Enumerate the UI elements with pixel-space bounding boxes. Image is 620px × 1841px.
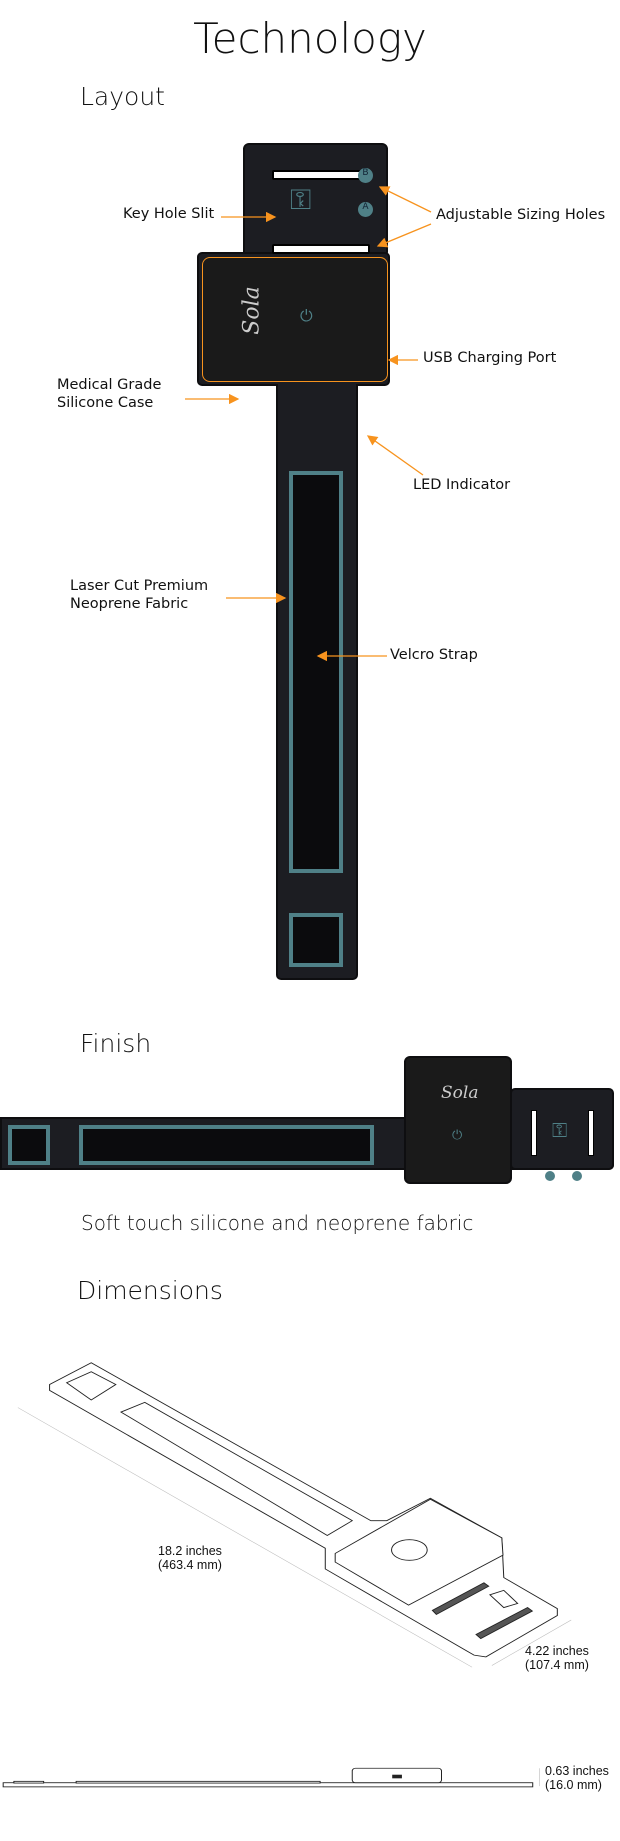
finish-sizing-hole-1: [531, 1110, 537, 1156]
label-fabric-2: Neoprene Fabric: [70, 596, 189, 612]
arrow-sizing-a: [376, 223, 432, 248]
hole-mark-a: A: [358, 202, 373, 217]
label-case-2: Silicone Case: [57, 395, 154, 411]
width-mm: (107.4 mm): [525, 1658, 589, 1672]
finish-case: [404, 1056, 512, 1184]
finish-sizing-hole-2: [588, 1110, 594, 1156]
finish-end-hole: [8, 1125, 50, 1165]
length-inches: 18.2 inches: [158, 1544, 222, 1558]
width-inches: 4.22 inches: [525, 1644, 589, 1658]
height-label: 0.63 inches (16.0 mm): [545, 1764, 609, 1792]
iso-slot-1: [431, 1582, 490, 1616]
key-icon: ⚿: [290, 183, 312, 216]
label-case-1: Medical Grade: [57, 377, 162, 393]
callout-arrows: [185, 186, 432, 662]
width-dimension-line: [491, 1619, 572, 1666]
length-label: 18.2 inches (463.4 mm): [158, 1544, 222, 1572]
page-title: Technology: [193, 14, 427, 63]
side-velcro: [75, 1780, 321, 1784]
label-usb: USB Charging Port: [423, 350, 557, 366]
finish-brand-logo: Sola: [441, 1083, 479, 1103]
iso-slot-2: [475, 1607, 534, 1640]
case-outline: [202, 257, 388, 382]
iso-velcro: [119, 1401, 354, 1537]
arrow-led: [366, 435, 424, 476]
label-fabric-1: Laser Cut Premium: [70, 578, 209, 594]
dimensions-heading: Dimensions: [77, 1276, 223, 1305]
sizing-hole-a: [272, 244, 370, 254]
iso-button: [391, 1539, 428, 1561]
height-mm: (16.0 mm): [545, 1778, 602, 1792]
velcro-strap: [289, 471, 343, 873]
power-icon: ⏻: [300, 306, 313, 325]
length-mm: (463.4 mm): [158, 1558, 222, 1572]
finish-mark-b: [572, 1171, 582, 1181]
side-usb-port: [392, 1774, 402, 1779]
finish-velcro: [79, 1125, 374, 1165]
finish-strap-plate: [510, 1088, 614, 1170]
finish-caption: Soft touch silicone and neoprene fabric: [81, 1211, 474, 1235]
iso-key-slot: [489, 1589, 519, 1609]
length-dimension-line: [17, 1407, 473, 1668]
label-led: LED Indicator: [413, 477, 511, 493]
finish-heading: Finish: [80, 1029, 152, 1058]
arrow-sizing-b: [378, 186, 432, 213]
label-key-hole: Key Hole Slit: [123, 206, 215, 222]
side-end: [13, 1780, 45, 1784]
hole-mark-b: B: [358, 168, 373, 183]
label-velcro: Velcro Strap: [390, 647, 478, 663]
finish-key-icon: ⚿: [552, 1118, 568, 1142]
finish-power-icon: ⏻: [452, 1128, 463, 1143]
dimension-drawing: [2, 1362, 572, 1788]
layout-heading: Layout: [80, 82, 165, 111]
finish-mark-a: [545, 1171, 555, 1181]
label-sizing-holes: Adjustable Sizing Holes: [436, 207, 606, 223]
strap-end-hole: [289, 913, 343, 967]
iso-end-hole: [65, 1371, 117, 1401]
width-label: 4.22 inches (107.4 mm): [525, 1644, 589, 1672]
height-inches: 0.63 inches: [545, 1764, 609, 1778]
